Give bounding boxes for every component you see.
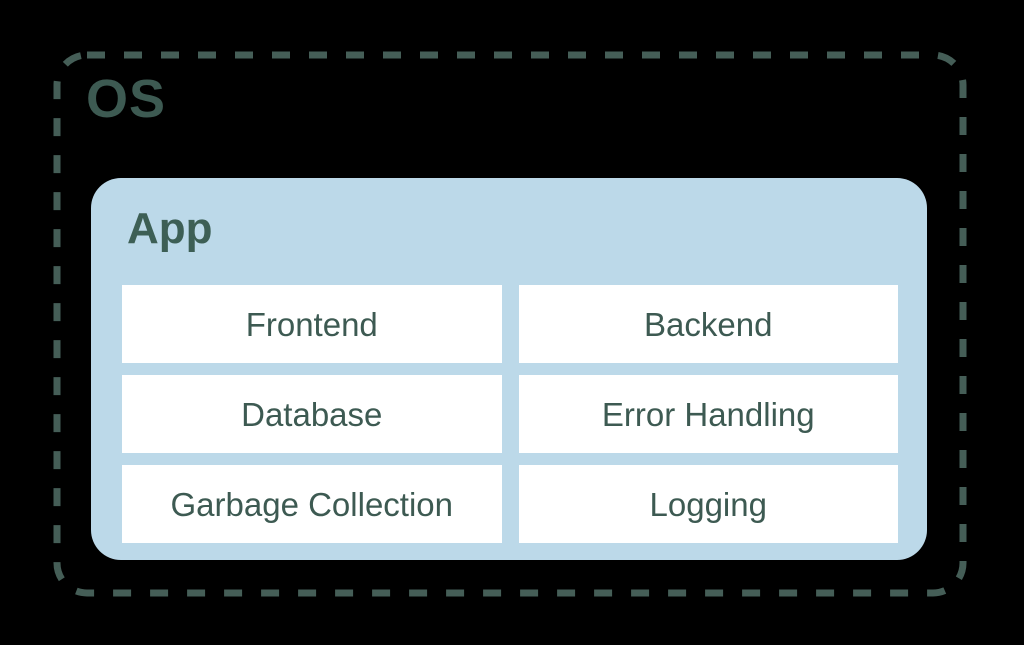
os-label: OS <box>86 69 167 129</box>
component-backend: Backend <box>518 285 898 363</box>
app-container: App Frontend Backend Database Error Hand… <box>91 178 927 560</box>
component-grid: Frontend Backend Database Error Handling… <box>122 285 898 543</box>
component-error-handling: Error Handling <box>518 375 898 453</box>
os-boundary-rect <box>53 51 967 597</box>
component-frontend: Frontend <box>122 285 502 363</box>
app-label: App <box>127 204 213 253</box>
component-garbage-collection: Garbage Collection <box>122 465 502 543</box>
component-logging: Logging <box>518 465 898 543</box>
component-database: Database <box>122 375 502 453</box>
